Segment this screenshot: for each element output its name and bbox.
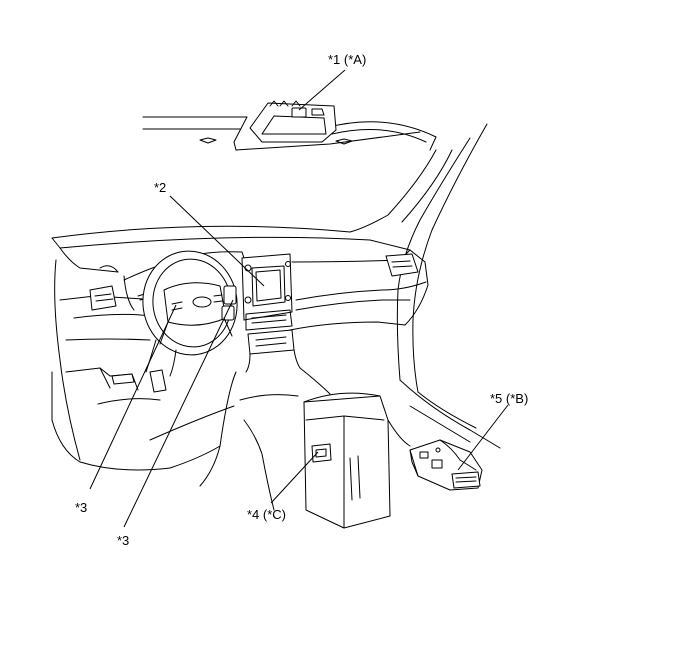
leader-lines	[89, 69, 509, 528]
callout-label-1: *1 (*A)	[328, 52, 366, 67]
callout-label-3a: *3	[75, 500, 87, 515]
steering-wheel	[142, 250, 238, 377]
leader-line-1	[298, 69, 346, 111]
roof-headliner	[142, 116, 437, 151]
leader-line-3b	[123, 299, 234, 528]
leader-line-2	[169, 195, 265, 287]
callout-label-5: *5 (*B)	[490, 391, 528, 406]
center-console	[199, 367, 411, 529]
callout-label-4: *4 (*C)	[247, 507, 286, 522]
leader-line-3a	[89, 304, 177, 490]
dashboard	[54, 247, 427, 461]
leader-line-4	[270, 451, 319, 504]
callout-labels: *1 (*A) *2 *3 *3 *4 (*C) *5 (*B)	[75, 52, 528, 548]
callout-label-3b: *3	[117, 533, 129, 548]
floor-pedals	[51, 367, 235, 471]
rear-floor	[399, 379, 501, 449]
leader-line-5	[457, 404, 509, 471]
callout-label-2: *2	[154, 180, 166, 195]
overhead-console	[249, 100, 337, 143]
rear-module	[409, 439, 483, 491]
